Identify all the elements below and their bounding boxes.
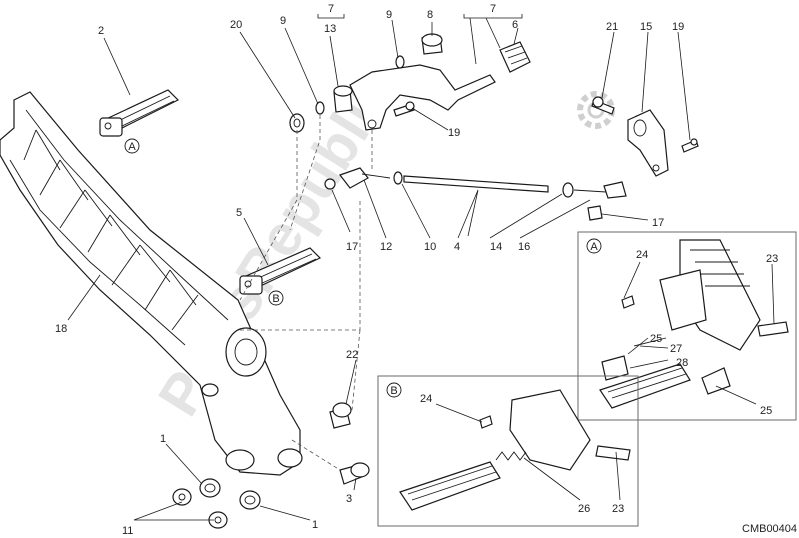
svg-text:B: B — [272, 293, 279, 305]
detail-b-badge: B — [386, 382, 402, 398]
callout-15: 15 — [640, 21, 652, 33]
callout-24: 24 — [420, 393, 432, 405]
callout-20: 20 — [230, 19, 242, 31]
bushing-13 — [333, 85, 353, 113]
detail-b-panel — [377, 375, 639, 527]
callout-1: 1 — [312, 519, 318, 531]
rider-footpeg-bracket — [0, 91, 303, 476]
callout-7: 7 — [328, 3, 334, 15]
circlip-9-left — [315, 101, 325, 115]
callout-3: 3 — [346, 493, 352, 505]
detail-a-panel — [577, 231, 797, 421]
pin-3 — [339, 462, 370, 485]
diagram-code: CMB00404 — [742, 523, 797, 535]
callout-1: 1 — [160, 433, 166, 445]
callout-5: 5 — [236, 207, 242, 219]
washer-11-a — [172, 488, 192, 506]
callout-8: 8 — [427, 9, 433, 21]
bracket-7-left — [317, 14, 345, 19]
callout-25: 25 — [760, 405, 772, 417]
callout-12: 12 — [380, 241, 392, 253]
callout-19: 19 — [448, 127, 460, 139]
callout-22: 22 — [346, 349, 358, 361]
callout-9: 9 — [386, 9, 392, 21]
callout-23: 23 — [612, 503, 624, 515]
callout-24: 24 — [636, 249, 648, 261]
callout-27: 27 — [670, 343, 682, 355]
svg-text:A: A — [590, 241, 598, 253]
rubber-bushing-1-a — [199, 478, 221, 498]
callout-labels: 2 20 9 7 13 9 8 7 6 21 15 19 19 5 17 12 … — [55, 3, 778, 537]
bolt-21 — [591, 96, 615, 115]
pin-22 — [329, 402, 352, 429]
callout-19: 19 — [672, 21, 684, 33]
footpeg-lower — [239, 247, 322, 295]
detail-a-badge: A — [586, 238, 602, 254]
bolt-19-right — [681, 138, 699, 153]
washer-20 — [289, 113, 305, 133]
callout-18: 18 — [55, 323, 67, 335]
rear-lever-arm-15 — [627, 109, 669, 177]
svg-text:A: A — [128, 141, 136, 153]
callout-11: 11 — [122, 525, 133, 537]
footpeg-upper — [99, 89, 180, 137]
callout-7: 7 — [490, 3, 496, 15]
circlip-9-right — [395, 55, 405, 69]
bracket-7-right — [463, 14, 523, 19]
callout-4: 4 — [454, 241, 460, 253]
marker-b-circle: B — [268, 290, 284, 306]
pivot-pin-8 — [421, 33, 443, 55]
linkage-rod-assembly — [324, 167, 627, 199]
svg-text:B: B — [390, 385, 397, 397]
rubber-bushing-1-b — [239, 490, 261, 510]
callout-9: 9 — [280, 15, 286, 27]
callout-2: 2 — [98, 25, 104, 37]
bolt-19-center — [393, 101, 415, 117]
callout-16: 16 — [518, 241, 530, 253]
callout-25: 25 — [650, 333, 662, 345]
nut-17-right — [587, 205, 603, 221]
callout-17: 17 — [652, 217, 664, 229]
callout-6: 6 — [512, 19, 518, 31]
callout-26: 26 — [578, 503, 590, 515]
callout-17: 17 — [346, 241, 358, 253]
callout-28: 28 — [676, 357, 688, 369]
marker-a-circle: A — [124, 138, 140, 154]
brake-lever — [349, 64, 496, 131]
callout-21: 21 — [606, 21, 618, 33]
callout-23: 23 — [766, 253, 778, 265]
callout-13: 13 — [324, 23, 336, 35]
leader-lines — [67, 17, 775, 521]
callout-10: 10 — [424, 241, 436, 253]
callout-14: 14 — [490, 241, 502, 253]
lever-pad-6 — [499, 41, 531, 73]
